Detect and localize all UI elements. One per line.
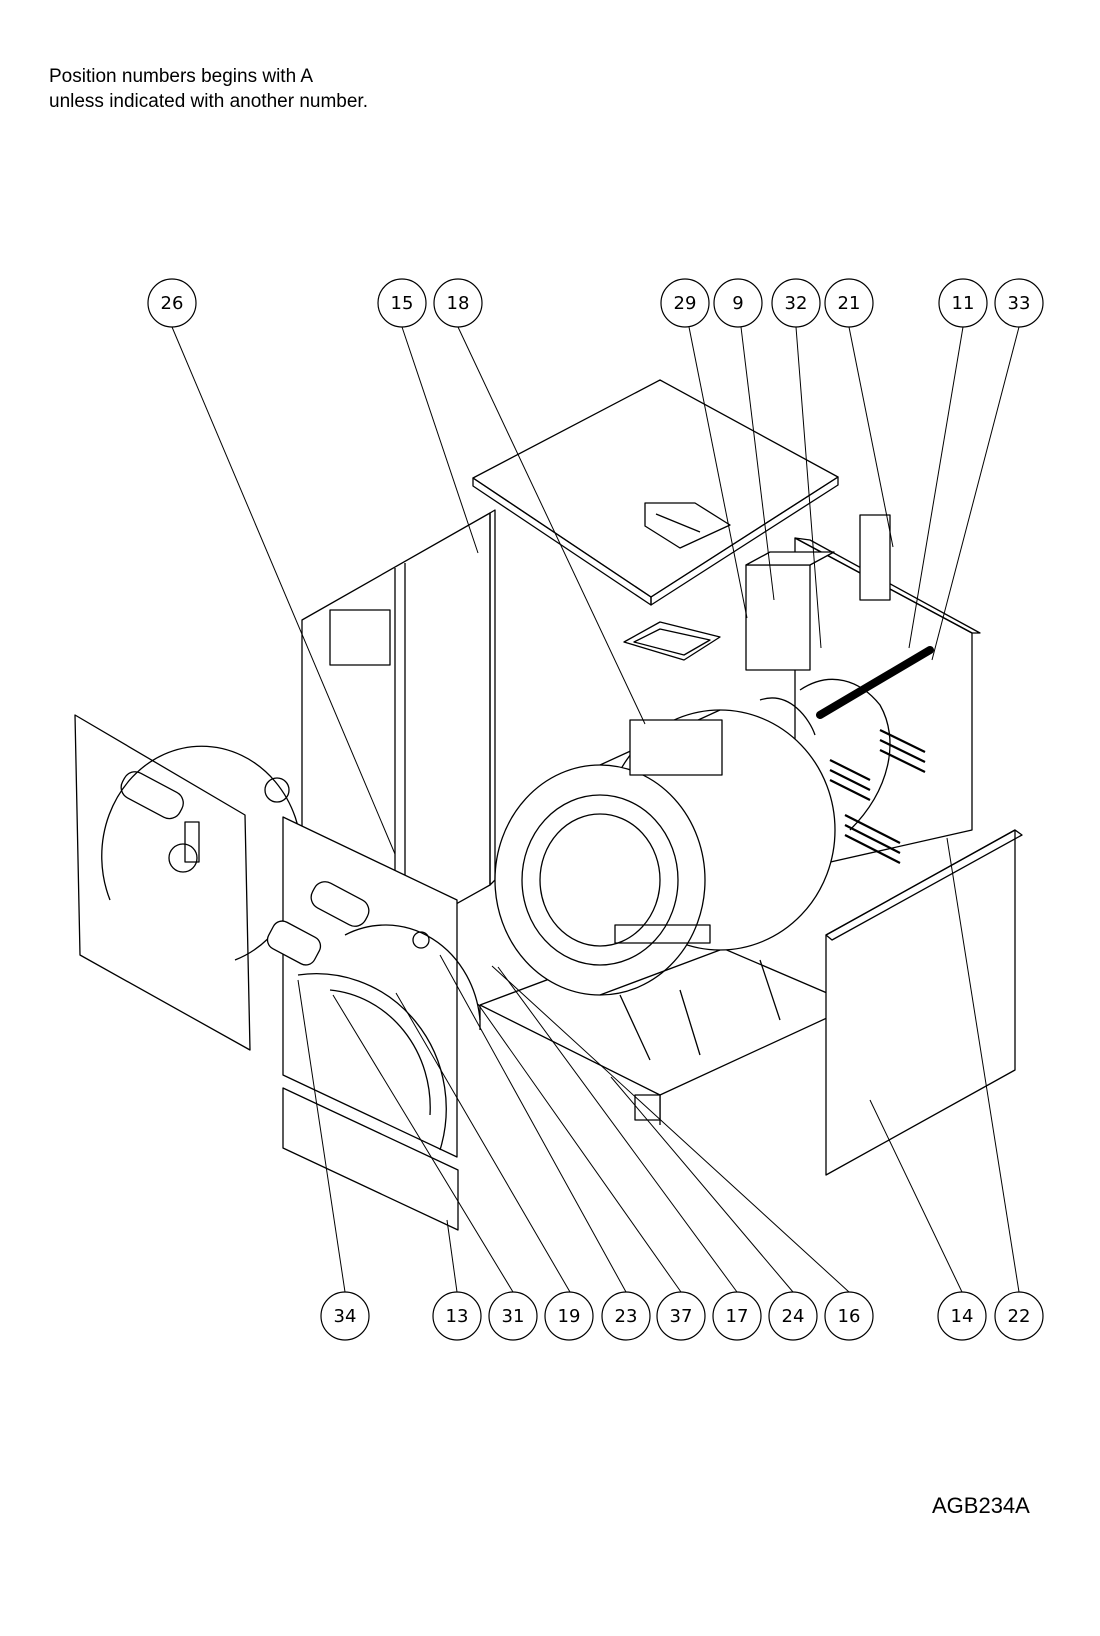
callout-24: 24	[768, 1291, 818, 1341]
callout-label: 33	[1008, 293, 1031, 314]
callouts-top: 26 15 18 29 9 32 21 11 33	[147, 278, 1044, 328]
callout-circle	[147, 278, 197, 328]
callout-18: 18	[433, 278, 483, 328]
callout-circle	[994, 278, 1044, 328]
callout-16: 16	[824, 1291, 874, 1341]
callout-label: 19	[558, 1306, 581, 1327]
callout-9: 9	[713, 278, 763, 328]
callout-13: 13	[432, 1291, 482, 1341]
callout-circle	[488, 1291, 538, 1341]
rear-panel-assembly	[745, 514, 981, 871]
callout-circle	[771, 278, 821, 328]
callout-22: 22	[994, 1291, 1044, 1341]
callout-circle	[938, 278, 988, 328]
drawing-code: AGB234A	[932, 1493, 1030, 1518]
callout-circle	[660, 278, 710, 328]
callout-circle	[824, 1291, 874, 1341]
callout-17: 17	[712, 1291, 762, 1341]
callout-label: 29	[674, 293, 697, 314]
callout-label: 32	[785, 293, 808, 314]
callout-label: 26	[161, 293, 184, 314]
callouts-bottom: 34 13 31 19 23 37 17 24 16 14 22	[320, 1291, 1044, 1341]
callout-label: 22	[1008, 1306, 1031, 1327]
callout-label: 11	[952, 293, 975, 314]
callout-label: 9	[732, 293, 743, 314]
note-line-2: unless indicated with another number.	[49, 91, 368, 112]
callout-label: 14	[951, 1306, 974, 1327]
callout-11: 11	[938, 278, 988, 328]
callout-label: 16	[838, 1306, 861, 1327]
callout-label: 37	[670, 1306, 693, 1327]
callout-37: 37	[656, 1291, 706, 1341]
callout-circle	[656, 1291, 706, 1341]
callout-label: 13	[446, 1306, 469, 1327]
callout-label: 31	[502, 1306, 525, 1327]
position-number-note: Position numbers begins with A unless in…	[49, 64, 368, 114]
drum-assembly	[494, 709, 836, 1061]
callout-label: 23	[615, 1306, 638, 1327]
callout-circle	[713, 278, 763, 328]
front-panel	[264, 777, 481, 1158]
callout-circle	[320, 1291, 370, 1341]
callout-label: 17	[726, 1306, 749, 1327]
kick-plate	[282, 1087, 459, 1231]
callout-23: 23	[601, 1291, 651, 1341]
callout-26: 26	[147, 278, 197, 328]
right-side-panel	[825, 829, 1023, 1176]
callout-circle	[768, 1291, 818, 1341]
callout-label: 18	[447, 293, 470, 314]
callout-32: 32	[771, 278, 821, 328]
callout-34: 34	[320, 1291, 370, 1341]
callout-label: 21	[838, 293, 861, 314]
callout-29: 29	[660, 278, 710, 328]
note-line-1: Position numbers begins with A	[49, 66, 314, 87]
callout-circle	[433, 278, 483, 328]
callout-circle	[994, 1291, 1044, 1341]
callout-label: 34	[334, 1306, 357, 1327]
callout-circle	[377, 278, 427, 328]
callout-21: 21	[824, 278, 874, 328]
callout-circle	[824, 278, 874, 328]
dispenser-lid	[623, 621, 721, 661]
callout-circle	[601, 1291, 651, 1341]
callout-19: 19	[544, 1291, 594, 1341]
top-panel	[472, 379, 839, 606]
outer-front-panel	[74, 714, 303, 1051]
callout-15: 15	[377, 278, 427, 328]
callout-label: 24	[782, 1306, 805, 1327]
callout-33: 33	[994, 278, 1044, 328]
callout-circle	[432, 1291, 482, 1341]
callout-label: 15	[391, 293, 414, 314]
callout-14: 14	[937, 1291, 987, 1341]
callout-circle	[712, 1291, 762, 1341]
callout-circle	[937, 1291, 987, 1341]
callout-31: 31	[488, 1291, 538, 1341]
callout-circle	[544, 1291, 594, 1341]
